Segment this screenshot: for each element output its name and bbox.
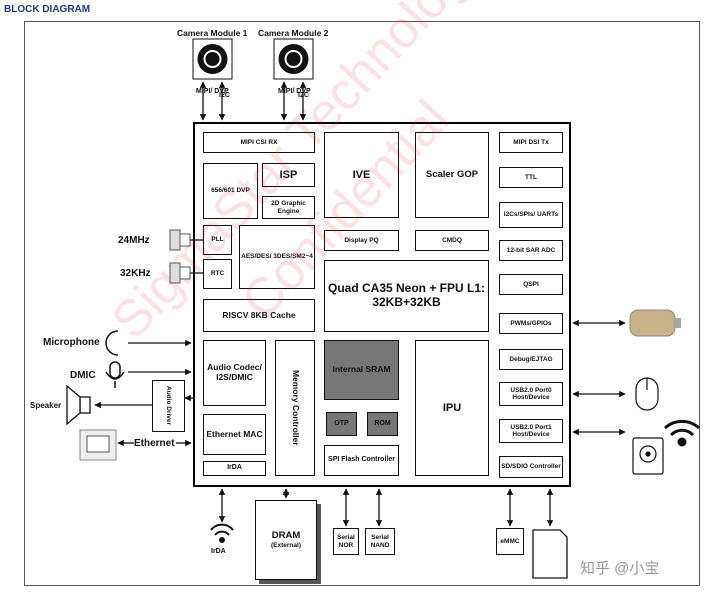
- dmic-label: DMIC: [70, 370, 96, 381]
- isp-block: ISP: [262, 163, 315, 187]
- ethernet-label: Ethernet: [134, 438, 175, 449]
- serial-nor-block: Serial NOR: [333, 528, 359, 555]
- rtc-block: RTC: [203, 259, 232, 289]
- speaker-label: Speaker: [30, 401, 62, 410]
- clock-24mhz-label: 24MHz: [118, 235, 150, 246]
- cam1-mipi-dvp-label: MIPI/ DVP: [196, 88, 229, 95]
- rom-block: ROM: [367, 412, 398, 436]
- graphic-engine-block: 2D Graphic Engine: [262, 196, 315, 219]
- dram-label: DRAM: [271, 529, 301, 541]
- ttl-block: TTL: [499, 167, 563, 188]
- cam1-i2c-label: I2C: [219, 92, 230, 99]
- credit-watermark: 知乎 @小宝: [580, 560, 660, 577]
- usb-port1-block: USB2.0 Port1 Host/Device: [499, 419, 563, 443]
- usb-port0-block: USB2.0 Port0 Host/Device: [499, 382, 563, 406]
- serial-nand-block: Serial NAND: [365, 528, 395, 555]
- irda-controller-block: IrDA: [203, 461, 266, 476]
- mipi-csi-rx-block: MIPI CSI RX: [203, 132, 315, 153]
- sar-adc-block: 12-bit SAR ADC: [499, 240, 563, 261]
- aes-crypto-block: AES/DES/ 3DES/SM2~4: [239, 225, 315, 289]
- sd-card-label: SD Card: [540, 541, 560, 559]
- display-pq-block: Display PQ: [324, 230, 399, 251]
- cmdq-block: CMDQ: [415, 230, 489, 251]
- irda-label: IrDA: [211, 548, 226, 555]
- otp-block: OTP: [326, 412, 357, 436]
- riscv-block: RISCV 8KB Cache: [203, 299, 315, 332]
- ipu-block: IPU: [415, 340, 489, 476]
- scaler-gop-block: Scaler GOP: [415, 132, 489, 218]
- i2c-spi-uart-block: I2Cs/SPIs/ UARTs: [499, 202, 563, 228]
- dvp-block: 656/601 DVP: [203, 163, 258, 219]
- spi-flash-controller-block: SPI Flash Controller: [324, 445, 399, 476]
- clock-32khz-label: 32KHz: [120, 268, 151, 279]
- microphone-label: Microphone: [43, 337, 100, 348]
- debug-ejtag-block: Debug/EJTAG: [499, 349, 563, 370]
- diagram-frame: [24, 21, 700, 586]
- dram-sublabel: (External): [271, 541, 301, 549]
- pll-block: PLL: [203, 225, 232, 255]
- ive-block: IVE: [324, 132, 399, 218]
- sdio-controller-block: SD/SDIO Controller: [499, 456, 563, 478]
- memory-controller-block: Memory Controller: [275, 340, 315, 476]
- camera-module-1-label: Camera Module 1: [177, 28, 248, 38]
- internal-sram-block: Internal SRAM: [324, 340, 399, 400]
- dram-block: DRAM (External): [255, 500, 317, 580]
- cam2-mipi-dvp-label: MIPI/ DVP: [278, 88, 311, 95]
- ethernet-mac-block: Ethernet MAC: [203, 414, 266, 455]
- audio-codec-block: Audio Codec/ I2S/DMIC: [203, 340, 266, 406]
- qspi-block: QSPI: [499, 274, 563, 295]
- mipi-dsi-tx-block: MIPI DSI Tx: [499, 132, 563, 153]
- audio-driver-block: Audio Driver: [152, 380, 185, 432]
- camera-module-2-label: Camera Module 2: [258, 28, 329, 38]
- pwm-gpio-block: PWMs/GPIOs: [499, 313, 563, 334]
- cpu-block: Quad CA35 Neon + FPU L1: 32KB+32KB: [324, 260, 489, 332]
- emmc-block: eMMC: [496, 528, 524, 555]
- diagram-title: BLOCK DIAGRAM: [4, 4, 91, 15]
